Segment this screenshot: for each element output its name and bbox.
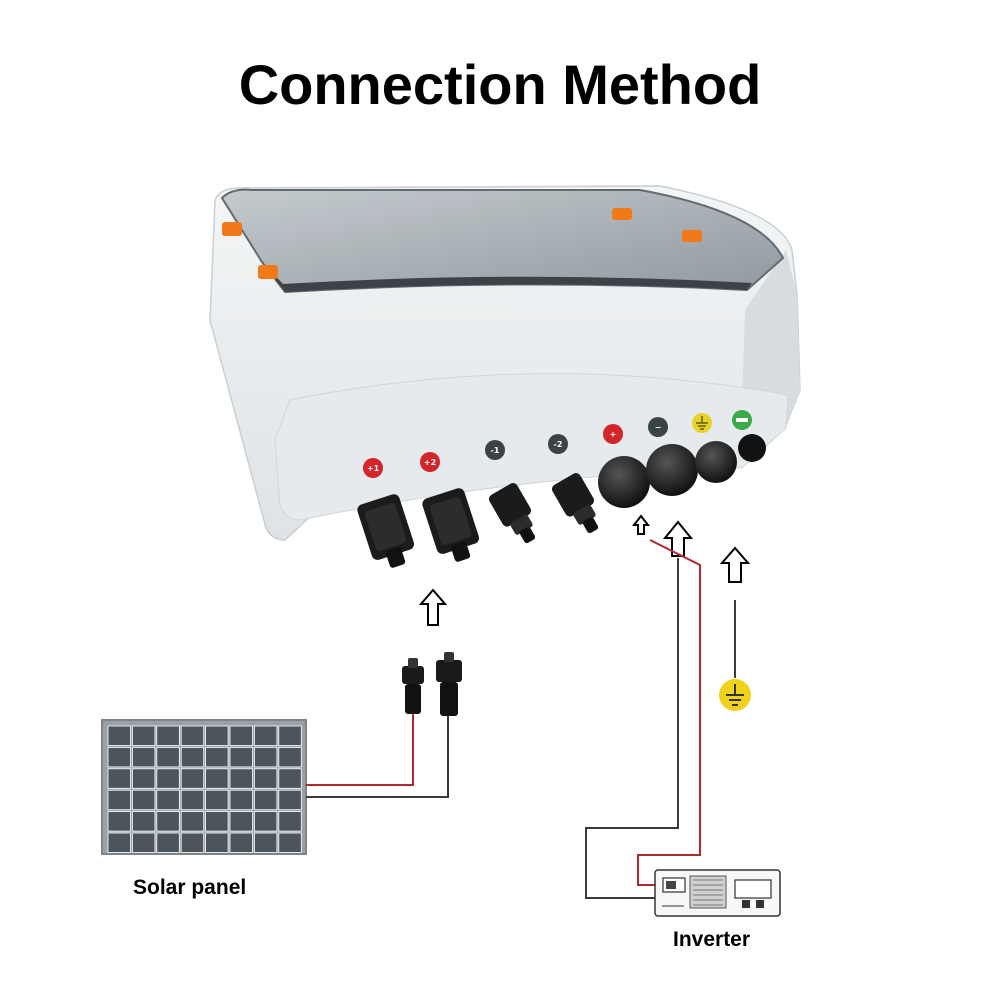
cable-gland-ground: [695, 441, 737, 483]
cable-gland-negative: [646, 444, 698, 496]
solar-cell: [205, 768, 229, 789]
cover-edge: [262, 262, 752, 292]
svg-text:+: +: [610, 430, 617, 439]
solar-cell: [156, 789, 180, 811]
solar-cell: [156, 725, 180, 746]
svg-text:+2: +2: [424, 458, 436, 467]
solar-cell: [205, 832, 229, 853]
solar-cell: [131, 789, 156, 811]
solar-cell: [156, 832, 180, 853]
solar-cell: [107, 768, 131, 789]
inverter: [654, 869, 781, 917]
up-arrow-icon: [662, 520, 694, 557]
solar-cell: [229, 725, 253, 746]
solar-panel-label: Solar panel: [133, 876, 247, 899]
wire-panel-positive: [306, 714, 414, 786]
port-labels: +1 +2 -1 -2 + −: [363, 410, 752, 478]
port-label-minus2: -2: [548, 434, 568, 454]
solar-cell: [180, 811, 205, 832]
port-label-minus1: -1: [485, 440, 505, 460]
solar-cell: [156, 768, 180, 789]
up-arrow-icon: [719, 546, 751, 583]
solar-cell: [107, 789, 131, 811]
cable-gland-positive: [598, 456, 650, 508]
up-arrow-icon: [418, 588, 448, 626]
inverter-label: Inverter: [673, 928, 751, 951]
solar-cell: [156, 811, 180, 832]
solar-cell: [131, 725, 156, 746]
solar-cell: [229, 789, 253, 811]
ground-icon: [719, 679, 751, 711]
solar-cell: [253, 768, 278, 789]
port-label-positive: +: [603, 424, 623, 444]
port-label-negative: −: [648, 417, 668, 437]
solar-cell: [131, 768, 156, 789]
solar-cell: [180, 725, 205, 746]
svg-text:-1: -1: [491, 446, 500, 455]
mc4-female-connector: [422, 488, 480, 562]
solar-cell: [131, 747, 156, 768]
hinge-latch: [682, 230, 702, 242]
port-label-plus2: +2: [420, 452, 440, 472]
mc4-connectors: [357, 434, 766, 568]
solar-cell: [253, 811, 278, 832]
solar-cell: [205, 747, 229, 768]
solar-cell: [229, 768, 253, 789]
port-label-plus1: +1: [363, 458, 383, 478]
solar-cell: [278, 789, 302, 811]
solar-cell: [278, 811, 302, 832]
wires: [306, 539, 736, 899]
solar-cell: [253, 725, 278, 746]
solar-cell: [278, 747, 302, 768]
mc4-connector-icon: [402, 652, 462, 716]
svg-text:−: −: [655, 423, 662, 432]
solar-cell: [253, 832, 278, 853]
solar-cell: [229, 811, 253, 832]
solar-cell: [131, 811, 156, 832]
solar-cell: [131, 832, 156, 853]
solar-cell: [107, 725, 131, 746]
solar-cell: [205, 789, 229, 811]
solar-cell: [229, 832, 253, 853]
solar-cell: [278, 768, 302, 789]
solar-cell: [107, 811, 131, 832]
up-arrows: [418, 514, 751, 626]
solar-cell: [253, 747, 278, 768]
solar-cell: [156, 747, 180, 768]
wire-inverter-positive: [637, 539, 701, 886]
inverter-vent: [693, 879, 723, 906]
isolator-knob: [738, 434, 766, 462]
solar-cell: [107, 747, 131, 768]
svg-text:-2: -2: [554, 440, 563, 449]
mc4-female-connector: [357, 494, 415, 568]
solar-cell: [278, 725, 302, 746]
solar-cell: [180, 768, 205, 789]
power-icon: [732, 410, 752, 430]
combiner-box: [209, 185, 801, 541]
solar-cell: [253, 789, 278, 811]
mc4-male-connector: [551, 473, 599, 534]
page-title: Connection Method: [238, 53, 762, 116]
wire-panel-negative: [306, 716, 449, 798]
solar-cell: [205, 725, 229, 746]
mc4-male-connector: [488, 483, 536, 544]
solar-panel: [101, 719, 307, 855]
hinge-latch: [258, 265, 278, 279]
solar-cell: [205, 811, 229, 832]
hinge-latch: [612, 208, 632, 220]
hinge-latch: [222, 222, 242, 236]
svg-text:+1: +1: [367, 464, 380, 473]
solar-cell: [229, 747, 253, 768]
solar-cell: [180, 789, 205, 811]
solar-cell: [107, 832, 131, 853]
up-arrow-icon: [631, 514, 651, 535]
transparent-cover: [220, 188, 785, 294]
solar-panel-cells: [107, 725, 302, 853]
solar-cell: [278, 832, 302, 853]
solar-cell: [180, 747, 205, 768]
ground-icon: [692, 413, 712, 433]
solar-cell: [180, 832, 205, 853]
wire-inverter-negative: [585, 558, 679, 899]
